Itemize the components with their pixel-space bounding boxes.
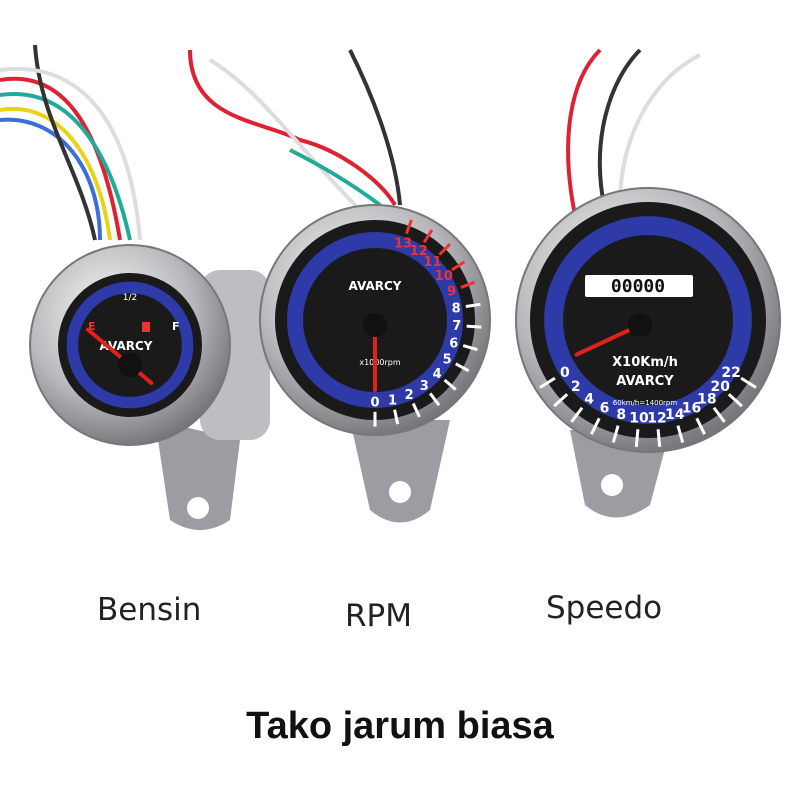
empty-mark: E <box>88 320 96 333</box>
mount-brackets <box>155 270 670 530</box>
speedo-label: Speedo <box>546 590 663 626</box>
speed-note: 60km/h=1400rpm <box>613 399 678 407</box>
speed-scale-number: 6 <box>600 401 610 417</box>
tick-mark <box>465 302 481 308</box>
speed-unit: X10Km/h <box>612 355 678 370</box>
rpm-scale-number: 0 <box>370 396 379 411</box>
odometer <box>585 275 693 297</box>
caption: Tako jarum biasa <box>246 705 554 747</box>
tick-mark <box>405 219 413 235</box>
tick-mark <box>460 280 476 289</box>
tick-mark <box>634 429 640 447</box>
speed-scale-number: 8 <box>616 407 626 423</box>
rpm-scale-number: 2 <box>405 388 414 403</box>
brand-logo: AVARCY <box>349 279 402 293</box>
tick-mark <box>611 425 620 443</box>
tick-mark <box>451 260 466 272</box>
speed-scale-number: 16 <box>682 401 701 417</box>
speed-scale-number: 20 <box>710 379 730 395</box>
speed-scale-number: 0 <box>560 365 570 381</box>
tick-mark <box>740 376 757 389</box>
tick-mark <box>411 402 421 418</box>
tick-mark <box>455 362 470 373</box>
tick-mark <box>443 378 457 391</box>
rpm-scale-number: 9 <box>447 284 456 299</box>
speed-scale-number: 10 <box>629 410 649 426</box>
tick-mark <box>539 376 556 389</box>
rpm-scale-number: 1 <box>388 394 397 409</box>
rpm-label: RPM <box>345 598 412 634</box>
tick-mark <box>438 243 451 256</box>
rpm-scale-number: 12 <box>410 244 428 259</box>
rpm-unit: x1000rpm <box>359 358 400 367</box>
rpm-scale-number: 13 <box>394 236 412 251</box>
needle-hub <box>363 313 387 337</box>
needle-hub <box>118 353 142 377</box>
tick-mark <box>393 409 400 425</box>
blue-ring <box>287 232 463 408</box>
full-mark: F <box>172 320 180 333</box>
speed-scale-number: 18 <box>697 391 716 407</box>
tick-mark <box>712 406 726 423</box>
speed-scale-number: 12 <box>647 410 666 426</box>
blue-ring <box>544 216 752 424</box>
tick-mark <box>466 324 482 329</box>
rpm-scale-number: 3 <box>420 379 429 394</box>
fuel-label: Bensin <box>97 592 202 628</box>
tick-mark <box>462 344 478 352</box>
tick-mark <box>428 392 441 407</box>
speed-scale-number: 22 <box>721 365 740 381</box>
rpm-scale-number: 5 <box>443 353 452 368</box>
needle-hub <box>628 313 652 337</box>
speed-scale-number: 14 <box>665 407 685 423</box>
tick-mark <box>695 417 706 435</box>
rpm-scale-number: 8 <box>452 301 461 316</box>
rpm-scale-number: 10 <box>435 269 453 284</box>
half-mark: 1/2 <box>123 293 137 303</box>
tick-mark <box>656 429 662 447</box>
tick-mark <box>590 417 601 435</box>
odometer-reading: 00000 <box>611 276 665 297</box>
tick-mark <box>553 393 569 408</box>
brand-logo: AVARCY <box>616 374 674 389</box>
inner-face <box>86 301 174 389</box>
fuel-pump-icon <box>142 322 150 332</box>
speed-scale-number: 4 <box>584 391 594 407</box>
tick-mark <box>727 393 743 408</box>
tick-mark <box>570 406 584 423</box>
blue-ring <box>66 281 194 409</box>
tick-mark <box>676 425 685 443</box>
wires <box>0 44 701 241</box>
rpm-scale-number: 11 <box>424 255 442 270</box>
rpm-scale-number: 6 <box>449 336 458 351</box>
rpm-scale-number: 7 <box>452 319 461 334</box>
rpm-scale-number: 4 <box>433 367 442 382</box>
speed-scale-number: 2 <box>571 379 581 395</box>
tick-mark <box>422 229 434 244</box>
